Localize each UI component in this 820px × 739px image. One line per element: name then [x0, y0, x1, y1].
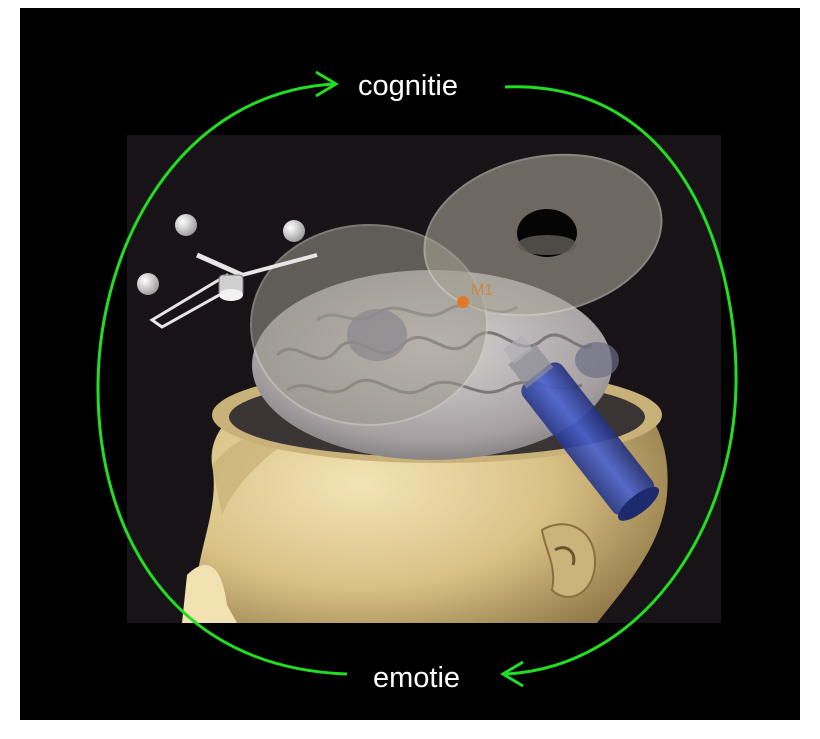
cycle-arrow-left [98, 84, 347, 674]
label-cognitie: cognitie [352, 72, 464, 101]
cycle-arrow-right [505, 87, 736, 674]
label-emotie: emotie [367, 664, 466, 693]
